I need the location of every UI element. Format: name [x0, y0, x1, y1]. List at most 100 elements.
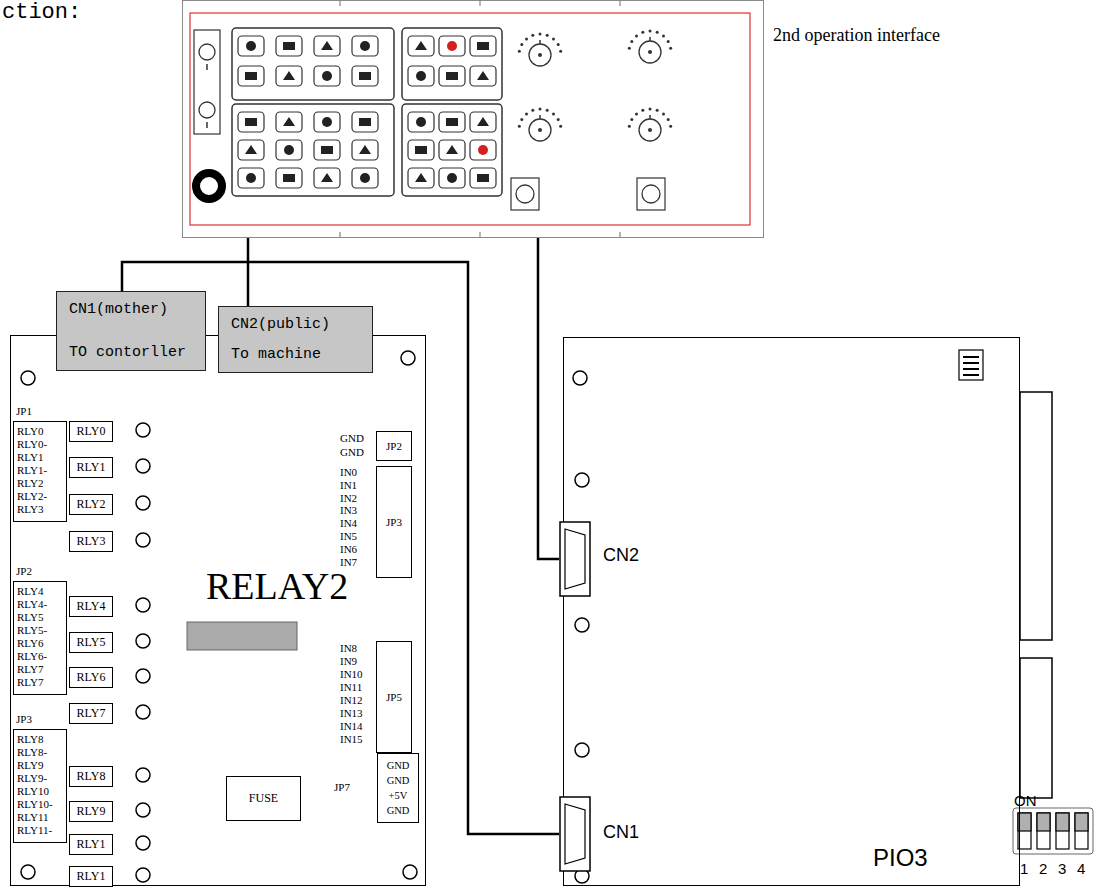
relay: RLY7 — [69, 703, 113, 724]
rotary-knob — [641, 31, 644, 34]
rotary-knob — [531, 109, 534, 112]
dip-slot — [1075, 813, 1088, 831]
pin-name: IN11 — [340, 681, 362, 693]
panel-art — [199, 102, 215, 118]
panel-button — [352, 112, 378, 132]
mounting-hole — [136, 496, 150, 510]
rotary-knob — [539, 33, 542, 36]
panel-art — [637, 178, 665, 210]
pin-name: IN9 — [340, 655, 357, 667]
panel-button — [439, 140, 465, 160]
rotary-knob — [518, 125, 521, 128]
rotary-knob — [529, 119, 551, 141]
mounting-hole — [136, 705, 150, 719]
rotary-knob — [648, 128, 652, 132]
panel-button — [439, 36, 465, 56]
panel-button — [470, 140, 496, 160]
mounting-hole — [136, 533, 150, 547]
dip-slot — [1037, 813, 1050, 849]
panel-button — [470, 112, 496, 132]
panel-button — [276, 112, 302, 132]
panel-button — [245, 72, 257, 80]
panel-button — [314, 66, 340, 86]
mounting-hole — [401, 351, 415, 365]
mounting-hole — [575, 473, 589, 487]
panel-button — [283, 71, 295, 80]
label-text: JP5 — [386, 691, 402, 703]
panel-button — [352, 140, 378, 160]
pin-name: IN10 — [340, 668, 363, 680]
mounting-hole — [575, 618, 589, 632]
label-text: TO contorller — [69, 344, 186, 361]
panel-button — [314, 168, 340, 188]
panel-button — [352, 36, 378, 56]
panel-art — [190, 13, 750, 225]
panel-button — [439, 112, 465, 132]
control-panel: 2nd operation interface — [182, 0, 764, 238]
panel-button — [359, 145, 371, 154]
power-header: GND GND +5V GND — [377, 753, 419, 823]
panel-button — [470, 36, 496, 56]
panel-button — [415, 146, 427, 154]
panel-button — [439, 140, 465, 160]
panel-button — [408, 140, 434, 160]
mounting-hole — [21, 865, 35, 879]
mounting-hole — [136, 868, 150, 882]
relay: RLY8 — [69, 766, 113, 787]
panel-button — [246, 41, 256, 51]
mounting-hole — [136, 598, 150, 612]
rotary-knob — [520, 118, 523, 121]
panel-button — [352, 140, 378, 160]
panel-art — [190, 0, 750, 238]
label-text: FUSE — [249, 791, 278, 806]
dip-slot — [1075, 813, 1088, 849]
rotary-knob — [630, 118, 633, 121]
mounting-hole — [136, 803, 150, 817]
rotary-knob — [552, 37, 555, 40]
pin-name: IN5 — [340, 530, 357, 542]
rotary-knob — [518, 30, 672, 142]
dip-slot — [1075, 813, 1088, 849]
panel-art — [232, 28, 394, 100]
label-text: To machine — [231, 346, 321, 363]
rotary-knob — [649, 108, 652, 111]
panel-button — [314, 112, 340, 132]
rotary-knob — [538, 128, 542, 132]
rotary-knob — [628, 30, 672, 64]
heading-text: CN2 — [603, 545, 639, 566]
panel-button — [478, 145, 488, 155]
rotary-knob — [546, 109, 549, 112]
pin-name: IN12 — [340, 694, 363, 706]
label-text: RLY7 — [77, 706, 106, 721]
panel-button — [276, 36, 302, 56]
panel-button — [416, 117, 426, 127]
pin-name: IN2 — [340, 492, 357, 504]
rotary-knob — [649, 30, 652, 33]
panel-button — [245, 118, 257, 126]
relay: RLY6 — [69, 667, 113, 688]
panel-button — [415, 41, 427, 50]
rotary-knob — [628, 47, 631, 50]
rotary-knob — [635, 34, 638, 37]
rotary-knob — [539, 40, 541, 44]
panel-button — [238, 36, 264, 56]
jumper-header: JP5 — [376, 641, 412, 753]
rotary-knob — [518, 33, 562, 67]
heading-text: CN1 — [603, 822, 639, 843]
panel-button — [416, 71, 426, 81]
panel-button — [477, 117, 489, 126]
rotary-knob — [546, 34, 549, 37]
pin-name: IN0 — [340, 466, 357, 478]
cable — [247, 238, 250, 306]
pin-name: IN14 — [340, 720, 363, 732]
panel-button — [447, 173, 457, 183]
panel-button — [359, 118, 371, 126]
panel-button — [276, 140, 302, 160]
switch-number: 4 — [1077, 860, 1085, 877]
panel-button — [352, 112, 378, 132]
pin-name: GND — [340, 446, 364, 458]
pio3-connector-art — [963, 357, 979, 375]
mounting-hole — [136, 634, 150, 648]
connector-name: JP7 — [334, 781, 350, 793]
heading-text: PIO3 — [873, 844, 928, 872]
